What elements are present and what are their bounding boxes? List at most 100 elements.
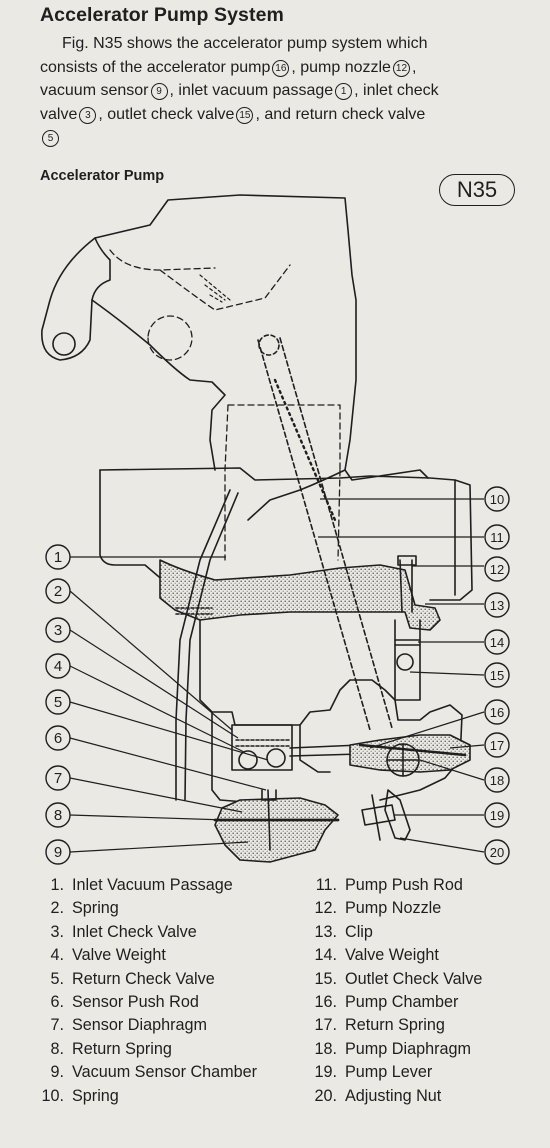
legend-label: Pump Nozzle	[345, 899, 442, 918]
pump-lever	[361, 794, 396, 841]
legend-number: 20.	[314, 1086, 337, 1105]
callout-15: 15	[484, 662, 510, 688]
callout-number: 17	[490, 738, 504, 753]
outlet-check-column	[394, 619, 421, 701]
callout-number: 1	[54, 549, 62, 566]
legend-label: Inlet Check Valve	[72, 922, 197, 941]
legend-label: Return Check Valve	[72, 969, 215, 988]
lower-body	[199, 619, 463, 801]
intro-text: , inlet vacuum passage	[169, 82, 334, 99]
callout-number: 13	[490, 598, 504, 613]
callout-5: 5	[45, 689, 71, 715]
legend-number: 16.	[314, 992, 337, 1011]
legend-label: Pump Push Rod	[345, 876, 463, 894]
pump-nozzle	[397, 555, 417, 613]
legend-item: 10. Spring	[34, 1087, 257, 1110]
callout-12: 12	[484, 556, 510, 582]
intro-text: , outlet check valve	[98, 105, 235, 123]
legend-item: 20.Adjusting Nut	[307, 1087, 482, 1110]
legend-number: 4.	[50, 946, 64, 965]
circled-ref-number: 15	[236, 106, 254, 124]
legend-item: 15.Outlet Check Valve	[307, 970, 482, 993]
carburetor-upper-body	[94, 194, 429, 481]
legend-item: 1.Inlet Vacuum Passage	[34, 876, 257, 899]
callout-number: 8	[54, 807, 62, 824]
callout-number: 7	[54, 770, 62, 787]
intro-line: Fig. N35 shows the accelerator pump syst…	[40, 32, 515, 56]
circled-ref-number: 16	[272, 59, 290, 77]
legend-item: 9.Vacuum Sensor Chamber	[34, 1063, 257, 1086]
intro-text: , inlet check	[354, 82, 439, 99]
valve-weight-ball	[238, 750, 258, 770]
callout-17: 17	[484, 732, 510, 758]
legend-label: Valve Weight	[72, 946, 166, 965]
callout-circle	[484, 839, 510, 865]
legend-item: 16.Pump Chamber	[307, 993, 482, 1016]
callout-number: 10	[490, 492, 504, 507]
callout-4: 4	[45, 653, 71, 679]
intro-text: , and return check valve	[255, 105, 426, 123]
sensor-chamber	[214, 797, 339, 863]
intro-text: consists of the accelerator pump	[40, 58, 271, 76]
callout-7: 7	[45, 765, 71, 791]
callout-number: 14	[490, 635, 504, 650]
mounting-tab	[41, 237, 111, 361]
callout-number: 9	[54, 844, 62, 861]
legend-number: 18.	[314, 1039, 337, 1058]
legend-item: 8.Return Spring	[34, 1040, 257, 1063]
callout-number: 18	[490, 773, 504, 788]
legend-number: 11.	[315, 876, 337, 894]
callout-3: 3	[45, 617, 71, 643]
mounting-hole	[52, 332, 76, 356]
callout-circle	[45, 653, 71, 679]
legend-number: 13.	[314, 922, 337, 941]
legend-number: 17.	[314, 1016, 337, 1035]
callout-circle	[484, 486, 510, 512]
legend-number: 10.	[41, 1086, 64, 1105]
legend-item: 11. Pump Push Rod	[307, 876, 482, 899]
callout-18: 18	[484, 767, 510, 793]
legend-label: Sensor Push Rod	[72, 992, 199, 1011]
legend-number: 19.	[314, 1063, 337, 1082]
callout-circle	[45, 725, 71, 751]
legend-item: 2.Spring	[34, 899, 257, 922]
legend-number: 1.	[50, 876, 64, 894]
callout-circle	[45, 802, 71, 828]
legend-number: 8.	[50, 1039, 64, 1058]
circled-ref-number: 3	[79, 106, 97, 124]
legend-item: 3.Inlet Check Valve	[34, 923, 257, 946]
callout-circle	[484, 556, 510, 582]
callout-2: 2	[45, 578, 71, 604]
callout-number: 11	[490, 530, 504, 545]
callout-1: 1	[45, 544, 71, 570]
callout-number: 16	[490, 705, 504, 720]
callout-circle	[484, 699, 510, 725]
legend-label: Clip	[345, 922, 373, 941]
legend-item: 19. Pump Lever	[307, 1063, 482, 1086]
legend-item: 17.Return Spring	[307, 1016, 482, 1039]
callout-circle	[484, 662, 510, 688]
callout-circle	[45, 765, 71, 791]
intro-text: vacuum sensor	[40, 82, 149, 99]
legend-item: 18.Pump Diaphragm	[307, 1040, 482, 1063]
callout-9: 9	[45, 839, 71, 865]
legend-number: 9.	[50, 1063, 64, 1082]
callout-10: 10	[484, 486, 510, 512]
legend-number: 5.	[50, 969, 64, 988]
legend-label: Spring	[72, 1086, 119, 1105]
legend-number: 7.	[50, 1016, 64, 1035]
legend-number: 14.	[314, 946, 337, 965]
legend-item: 4. Valve Weight	[34, 946, 257, 969]
intro-line: 5	[40, 126, 515, 150]
intro-text: valve	[40, 105, 78, 123]
legend-label: Pump Lever	[345, 1063, 433, 1082]
callout-circle	[484, 629, 510, 655]
callout-8: 8	[45, 802, 71, 828]
callout-circle	[45, 578, 71, 604]
legend-number: 6.	[50, 992, 64, 1011]
adjusting-nut	[384, 789, 411, 841]
